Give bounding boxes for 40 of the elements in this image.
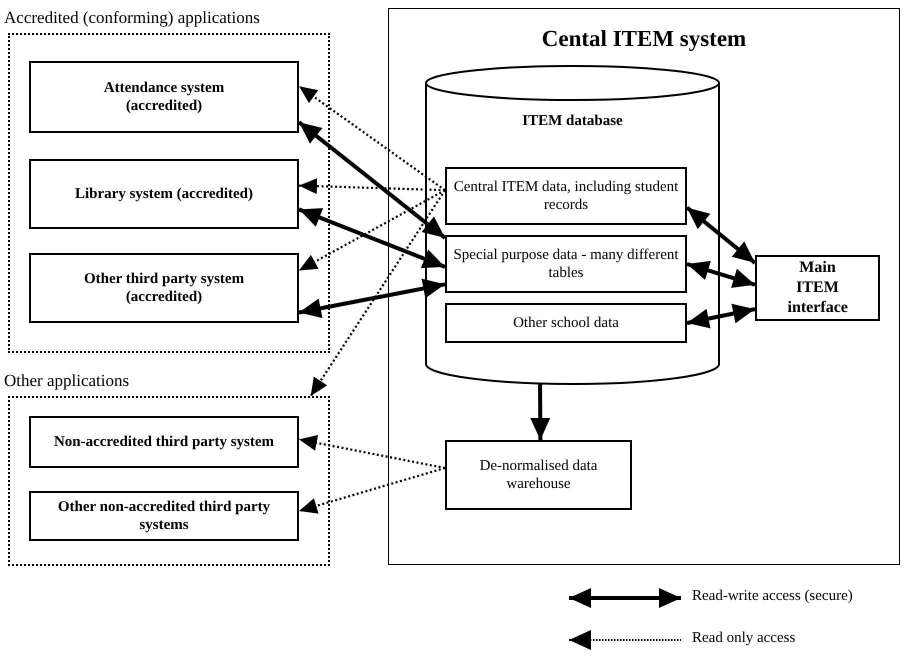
box-label: Attendance system (accredited) [102, 79, 226, 115]
data-box [445, 303, 687, 343]
arrow [298, 278, 446, 318]
arrow [298, 208, 446, 269]
application-box [29, 491, 299, 541]
group-heading: Accredited (conforming) applications [4, 8, 260, 28]
box-label: Library system (accredited) [74, 185, 254, 203]
dotted-arrow [298, 466, 446, 514]
application-box [29, 159, 299, 229]
box-label: De-normalised data warehouse [478, 457, 598, 493]
box-label: Other non-accredited third party systems [56, 498, 272, 534]
arrow [686, 206, 756, 264]
arrow [298, 120, 446, 240]
data-box [445, 167, 687, 225]
data-box [445, 235, 687, 293]
box-label: Other school data [513, 314, 619, 332]
dotted-arrow [298, 189, 446, 272]
legend-label: Read-write access (secure) [692, 588, 853, 605]
box-label: Central ITEM data, including student records [453, 178, 679, 214]
legend-label: Read only access [692, 630, 796, 647]
application-box [29, 61, 299, 133]
arrow [530, 384, 550, 440]
data-box [445, 440, 632, 510]
box-label: Other third party system (accredited) [82, 270, 246, 306]
dotted-arrow [310, 190, 446, 397]
group-heading: Other applications [4, 371, 130, 391]
dotted-arrow [298, 178, 446, 194]
arrow [686, 304, 756, 328]
arrow [686, 260, 756, 288]
box-label: Special purpose data - many different tables [453, 246, 679, 282]
system-title: Cental ITEM system [540, 25, 748, 53]
interface-box [755, 255, 880, 321]
interface-label: Main ITEM interface [788, 258, 848, 318]
dotted-arrow [298, 85, 446, 192]
application-box [29, 253, 299, 323]
database-label: ITEM database [521, 112, 624, 130]
dotted-arrow [298, 435, 446, 470]
application-box [29, 416, 299, 468]
box-label: Non-accredited third party system [54, 433, 274, 451]
system-frame [388, 8, 900, 565]
